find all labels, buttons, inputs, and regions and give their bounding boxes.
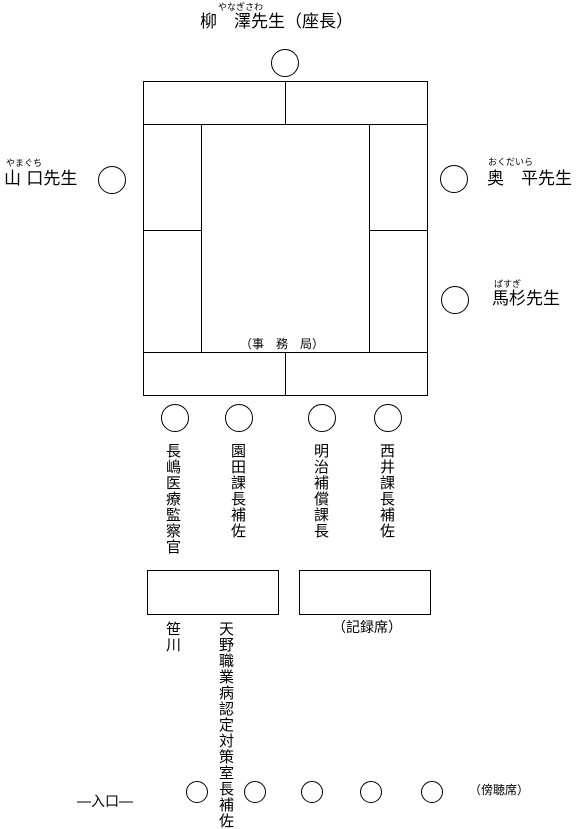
table-top-right (285, 81, 428, 125)
left-seat (98, 166, 126, 194)
official-label-4: 西井課長補佐 (378, 443, 396, 539)
official-label-1: 長嶋医療監察官 (164, 443, 182, 555)
left-ruby: やまぐち (6, 159, 43, 169)
official-seat-2 (225, 404, 253, 432)
gallery-seat-2 (244, 781, 266, 803)
record-label: （記録席） (332, 620, 402, 636)
official-label-2: 園田課長補佐 (229, 443, 247, 539)
front-left-label-1: 笹川 (164, 621, 182, 653)
right-top-name: 奥 平先生 (487, 169, 572, 189)
chair-seat (271, 49, 299, 77)
table-top-left (143, 81, 286, 125)
front-table-left (147, 570, 279, 615)
record-table (299, 570, 431, 615)
table-right-lower (369, 230, 428, 353)
gallery-seat-1 (186, 781, 208, 803)
official-seat-1 (161, 404, 189, 432)
chair-name: 柳 澤先生（座長） (200, 12, 353, 32)
official-seat-3 (308, 404, 336, 432)
right-top-seat (440, 165, 468, 193)
entrance-label: ―入口― (77, 794, 133, 810)
gallery-seat-5 (421, 781, 443, 803)
front-left-label-2: 天野職業病認定対策室長補佐 (217, 621, 235, 829)
chair-ruby: やなぎさわ (218, 3, 264, 13)
official-label-3: 明治補償課長 (312, 443, 330, 539)
table-left-lower (143, 230, 202, 353)
table-bottom-right (285, 352, 428, 396)
gallery-seat-3 (301, 781, 323, 803)
right-bottom-ruby: ばすぎ (494, 280, 522, 290)
right-top-ruby: おくだいら (488, 158, 534, 168)
right-bottom-seat (441, 286, 469, 314)
table-right-upper (369, 124, 428, 231)
official-seat-4 (374, 404, 402, 432)
gallery-seat-4 (360, 781, 382, 803)
table-bottom-left (143, 352, 286, 396)
table-left-upper (143, 124, 202, 231)
secretariat-label: （事 務 局） (240, 337, 325, 351)
gallery-label: （傍聴席） (469, 783, 530, 797)
right-bottom-name: 馬杉先生 (492, 289, 560, 309)
left-name: 山 口先生 (4, 169, 78, 189)
